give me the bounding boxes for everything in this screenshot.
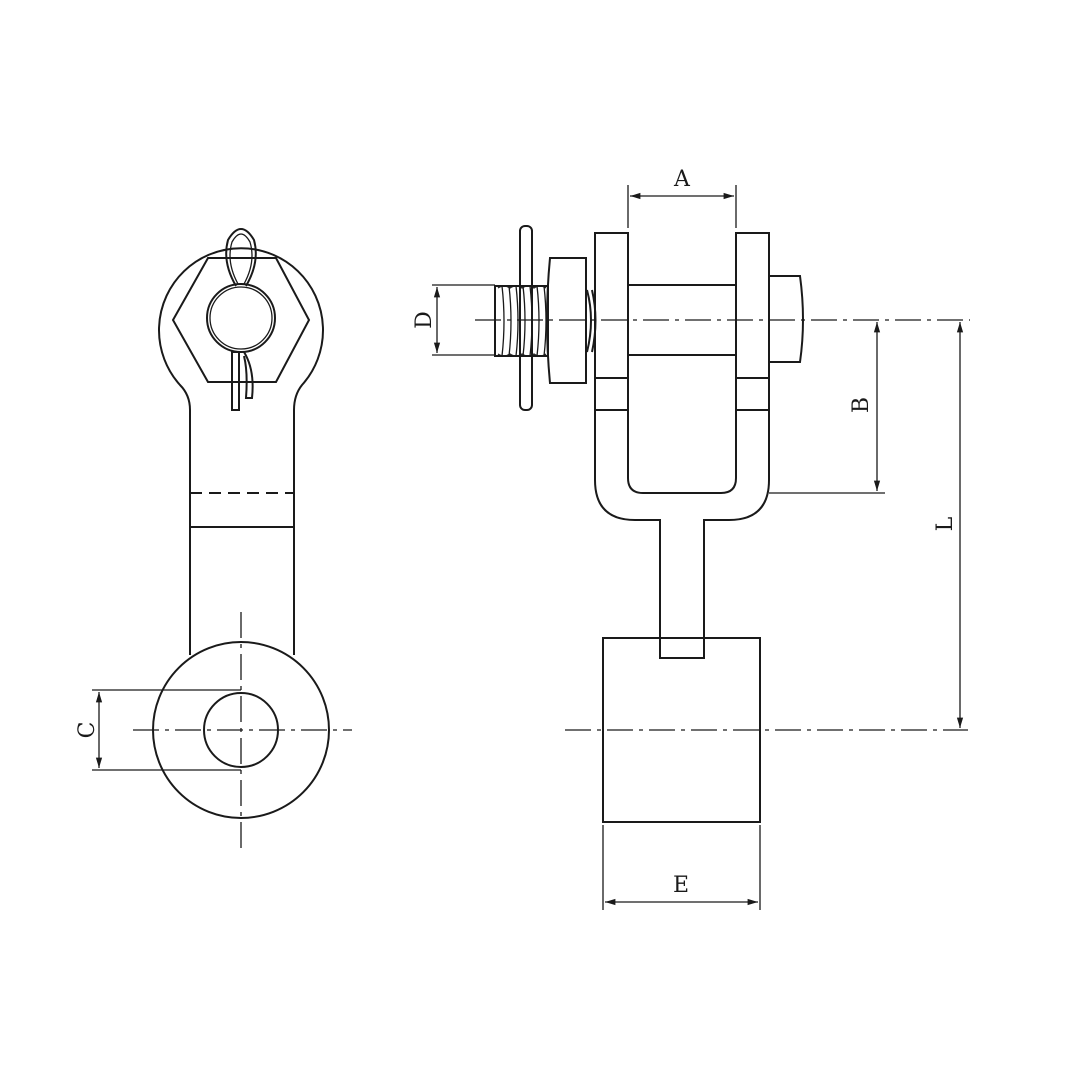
threads	[494, 285, 549, 357]
dimension-c: C	[75, 689, 241, 771]
pin-circle	[206, 283, 276, 353]
eye-outline	[158, 247, 324, 655]
dimension-label-a: A	[673, 167, 691, 192]
dimension-label-e: E	[673, 873, 689, 898]
dimension-e: E	[602, 825, 761, 910]
dimension-l: L	[933, 322, 964, 728]
dimension-d: D	[412, 284, 495, 356]
dimension-a: A	[627, 167, 737, 228]
dimension-label-l: L	[933, 516, 958, 531]
clevis-outer	[594, 232, 770, 659]
hex-nut	[171, 257, 311, 383]
cotter-pin	[225, 228, 257, 411]
front-view: A B L D E	[412, 167, 970, 910]
washer	[519, 225, 533, 411]
dimension-label-d: D	[412, 311, 437, 329]
dimension-label-c: C	[75, 722, 100, 739]
side-view: C	[75, 228, 352, 850]
dimension-label-b: B	[849, 397, 874, 413]
dimension-b: B	[769, 322, 885, 494]
bolt-head	[769, 275, 804, 363]
